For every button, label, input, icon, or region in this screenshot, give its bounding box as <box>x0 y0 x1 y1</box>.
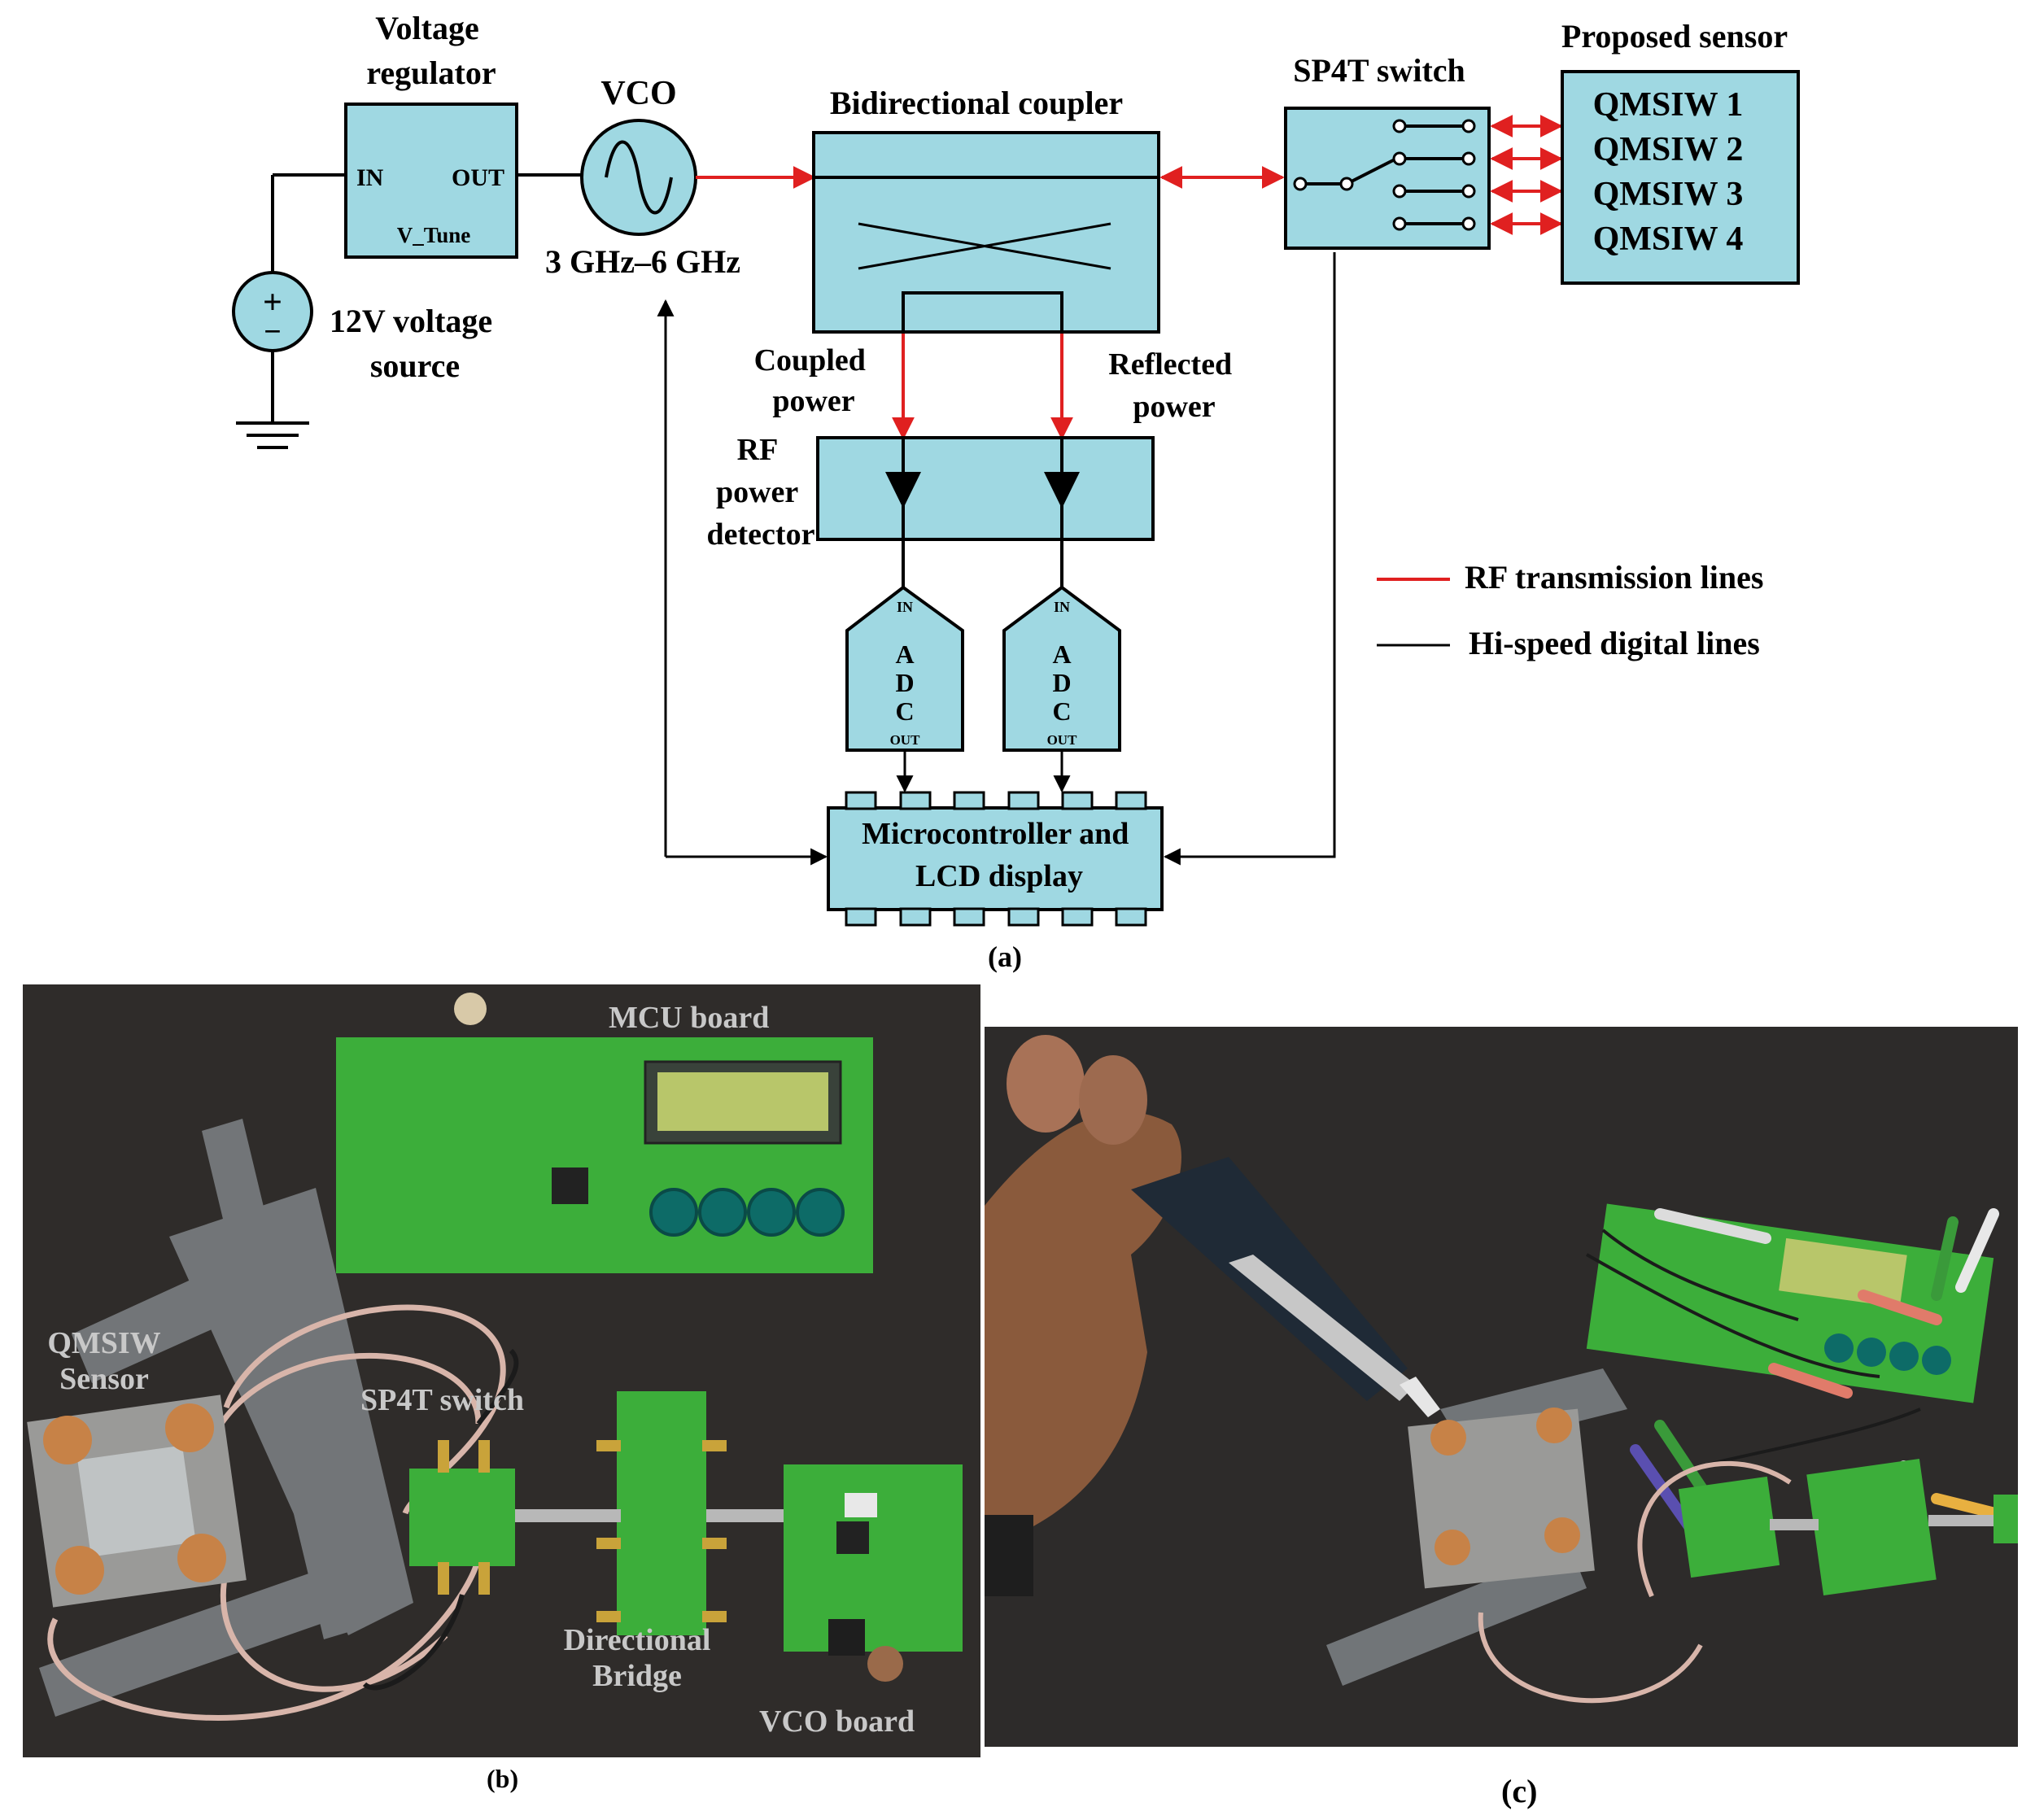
ic-pins <box>845 791 1147 927</box>
block-diagram: + − 12V voltage source Voltage regulator <box>232 10 1800 973</box>
adc-right: IN A D C OUT <box>1002 585 1121 752</box>
photo-b: MCU board QMSIW Sensor SP4T switch Direc… <box>23 984 980 1757</box>
sensor-item-4: QMSIW 4 <box>1593 220 1744 258</box>
adc-left: IN A D C OUT <box>845 585 964 752</box>
mcu-board-image <box>336 993 873 1273</box>
bridge-board-image <box>515 1391 788 1635</box>
regulator-out: OUT <box>452 164 504 191</box>
photo-c <box>985 1027 2018 1747</box>
coupled-power-line2: power <box>772 384 854 418</box>
label-qmsiw-sensor: QMSIW Sensor <box>47 1326 161 1396</box>
adc-letter-a: A <box>895 639 914 669</box>
detector-line3: detector <box>707 517 815 552</box>
sine-wave-icon <box>605 140 673 215</box>
vco-range: 3 GHz–6 GHz <box>545 243 740 280</box>
adc-out: OUT <box>890 732 921 748</box>
caption-c: (c) <box>1501 1773 1538 1809</box>
sensor-item-3: QMSIW 3 <box>1593 176 1744 213</box>
switch-board-image <box>409 1440 515 1595</box>
microcontroller: Microcontroller and LCD display <box>827 791 1164 927</box>
adc-letter-c: C <box>895 696 914 726</box>
legend-digital: Hi-speed digital lines <box>1469 625 1760 661</box>
source-label-line2: source <box>370 347 460 384</box>
adc-in: IN <box>1054 599 1070 615</box>
sp4t-switch: SP4T switch <box>1284 52 1491 250</box>
label-directional-bridge: Directional Bridge <box>563 1623 711 1693</box>
sensor-item-2: QMSIW 2 <box>1593 131 1744 168</box>
ground-icon <box>236 421 309 449</box>
pipette-image <box>1131 1157 1440 1417</box>
rf-power-detector: RF power detector <box>707 433 1155 587</box>
hand-image <box>985 1035 1181 1596</box>
label-mcu-board: MCU board <box>609 1001 770 1035</box>
coupler-title: Bidirectional coupler <box>830 85 1123 121</box>
mcu-label: Microcontroller and LCD display <box>862 817 1137 893</box>
bidirectional-coupler: Bidirectional coupler <box>812 85 1160 438</box>
regulator-tune: V_Tune <box>397 223 471 247</box>
legend-rf: RF transmission lines <box>1465 559 1763 596</box>
switch-title: SP4T switch <box>1293 52 1465 89</box>
reflected-power-line1: Reflected <box>1108 347 1232 382</box>
rf-boards-image <box>1678 1458 2018 1596</box>
regulator-title: Voltage regulator <box>366 10 496 91</box>
vco-board-image <box>784 1464 963 1682</box>
source-plus: + <box>263 284 282 321</box>
detector-line1: RF <box>737 433 777 467</box>
mcu-label-line2: LCD display <box>915 859 1083 893</box>
caption-b: (b) <box>487 1764 519 1793</box>
adc-letter-d: D <box>895 668 914 697</box>
adc-in: IN <box>897 599 913 615</box>
coupled-power-label: Coupled power <box>754 343 874 418</box>
voltage-source: + − 12V voltage source <box>232 173 500 449</box>
mcu-board-image <box>1586 1203 1994 1403</box>
adc-out: OUT <box>1047 732 1078 748</box>
regulator-title-line2: regulator <box>366 55 496 91</box>
caption-a: (a) <box>988 941 1022 973</box>
proposed-sensor: Proposed sensor QMSIW 1 QMSIW 2 QMSIW 3 … <box>1561 18 1800 285</box>
sensor-item-1: QMSIW 1 <box>1593 86 1744 124</box>
label-vco-board: VCO board <box>759 1704 915 1739</box>
adc-letter-a: A <box>1052 639 1071 669</box>
coupled-power-line1: Coupled <box>754 343 866 378</box>
legend: RF transmission lines Hi-speed digital l… <box>1377 559 1763 661</box>
sensor-image <box>1408 1408 1595 1589</box>
detector-line2: power <box>716 475 798 509</box>
detector-label: RF power detector <box>707 433 815 552</box>
sensor-title: Proposed sensor <box>1561 18 1788 55</box>
reflected-power-label: Reflected power <box>1108 347 1239 424</box>
source-label: 12V voltage source <box>330 303 500 384</box>
regulator-title-line1: Voltage <box>375 10 478 46</box>
vco-title: VCO <box>600 75 676 112</box>
source-minus: − <box>264 315 282 349</box>
reflected-power-line2: power <box>1133 390 1215 424</box>
label-sp4t-switch: SP4T switch <box>360 1383 524 1417</box>
adc-letter-c: C <box>1052 696 1071 726</box>
regulator-in: IN <box>356 164 384 191</box>
source-label-line1: 12V voltage <box>330 303 492 339</box>
qmsiw-sensor-image <box>27 1394 247 1608</box>
mcu-label-line1: Microcontroller and <box>862 817 1129 851</box>
adc-letter-d: D <box>1052 668 1071 697</box>
voltage-regulator: Voltage regulator IN OUT V_Tune <box>344 10 582 259</box>
